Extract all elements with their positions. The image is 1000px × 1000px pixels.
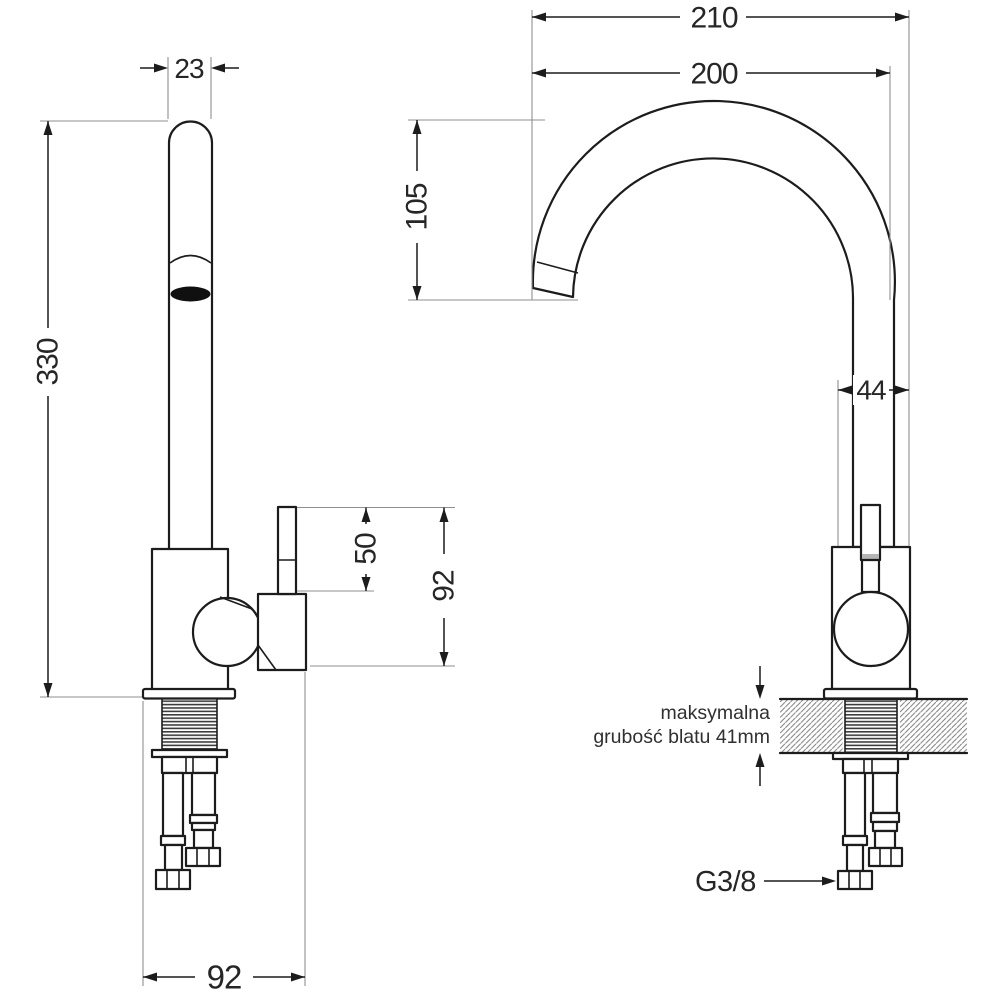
side-handle-mount [256, 592, 308, 672]
dim-50-label: 50 [350, 533, 383, 565]
hose-joint [869, 811, 901, 824]
dim-23-label: 23 [174, 53, 204, 84]
dimensions: 210 200 23 330 105 [32, 2, 909, 996]
hose-segment [190, 771, 217, 817]
countertop-hatch-right [900, 700, 967, 752]
hose-hex-nut [184, 846, 222, 868]
hose-segment [845, 843, 865, 873]
hose-hex-nut [867, 846, 904, 868]
dimension-base-depth-92: 92 [143, 959, 305, 996]
dim-200-label: 200 [690, 58, 737, 91]
front-gooseneck-spout [531, 99, 896, 549]
side-base-flange [141, 687, 237, 700]
thread-size-callout: G3/8 [695, 866, 836, 898]
extension-lines [40, 10, 910, 986]
front-view [531, 99, 919, 700]
side-outlet-arc [169, 254, 212, 264]
hose-segment [873, 829, 897, 850]
front-aerator-ring [536, 261, 579, 274]
hose-hex-nut [836, 869, 874, 891]
hose-hex-nut [154, 868, 192, 891]
side-handle-lever [276, 505, 298, 596]
side-nut-facets [185, 757, 194, 773]
side-handle-mount-edge [257, 644, 277, 671]
hose-segment [161, 771, 185, 838]
hose-segment [163, 843, 184, 872]
front-base-flange [822, 687, 919, 700]
hose-joint [188, 813, 219, 825]
hose-joint [159, 834, 187, 847]
front-supply-hoses [836, 771, 904, 891]
side-spout-tube [167, 120, 214, 551]
dim-210-label: 210 [690, 2, 737, 35]
countertop-thickness-callout: maksymalna grubość blatu 41mm [593, 666, 770, 786]
dimension-spout-reach-200: 200 [532, 58, 890, 91]
dimension-spout-drop-105: 105 [401, 120, 434, 300]
dimension-handle-height-50: 50 [350, 507, 383, 591]
dim-92-vertical-label: 92 [428, 570, 461, 602]
dimension-body-width-44: 44 [838, 375, 909, 406]
dim-105-label: 105 [401, 183, 434, 230]
side-supply-hoses [154, 771, 222, 891]
dim-330-label: 330 [32, 338, 65, 385]
hose-joint [871, 820, 899, 833]
front-handle-lever [859, 503, 882, 562]
dimension-total-reach-210: 210 [532, 2, 909, 35]
countertop-hatch-left [780, 700, 843, 752]
hose-joint [841, 834, 869, 847]
hose-segment [192, 828, 215, 850]
front-handle-stem [860, 558, 881, 594]
front-handle-shade [862, 554, 879, 559]
dimension-total-height-330: 330 [32, 121, 65, 697]
front-cartridge-circle [832, 590, 910, 668]
dimension-body-height-92: 92 [428, 507, 461, 666]
countertop-note-line2: grubość blatu 41mm [593, 726, 770, 748]
front-mounting-nut [841, 757, 900, 775]
countertop-note-line1: maksymalna [661, 702, 771, 724]
side-mounting-nut [160, 755, 219, 775]
hose-segment [871, 771, 899, 815]
dim-92-bottom-label: 92 [207, 959, 242, 996]
dim-44-label: 44 [856, 375, 886, 406]
side-valve-chamfer [219, 596, 253, 610]
dimension-spout-diameter-23: 23 [140, 53, 239, 84]
hose-segment [843, 771, 867, 838]
side-mounting-thread [161, 699, 218, 750]
thread-size-label: G3/8 [695, 866, 756, 898]
countertop-section [778, 697, 969, 891]
front-mounting-thread [844, 700, 898, 752]
aerator-outlet [170, 286, 211, 302]
side-view [141, 120, 308, 891]
